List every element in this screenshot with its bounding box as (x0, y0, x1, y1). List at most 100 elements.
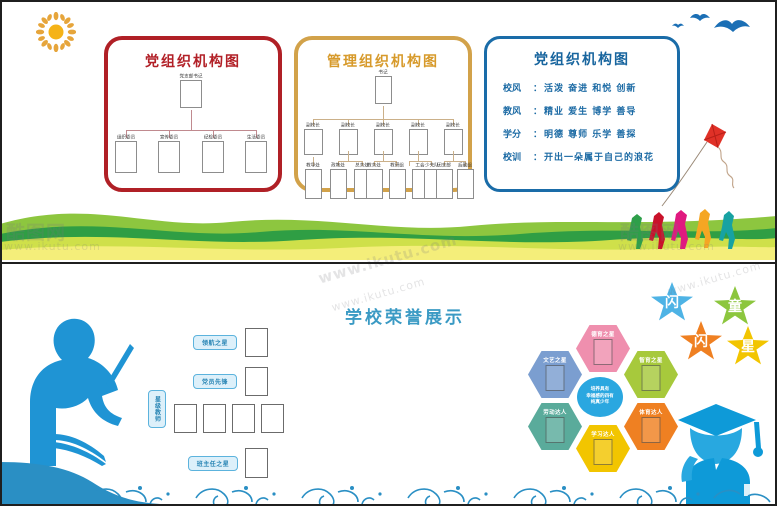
org-node-root-label: 书记 (378, 69, 388, 75)
honor-label-lead-star: 领航之星 (193, 335, 237, 350)
hexagon-study-master: 学习达人 (576, 425, 630, 472)
bottom-section: 教 师 风 采 FENG CAI 学校荣誉展示 领航之星 党员先锋 星级教师 班… (0, 264, 777, 506)
party-org-chart: 党支部书记 组织委员 宣传委员 (108, 70, 278, 182)
star-xing-yellow: 星 (727, 326, 769, 365)
org-node-child-label: 纪检委员 (203, 134, 223, 140)
running-children-icon (627, 209, 735, 249)
motto-value: 明德 尊师 乐学 善探 (544, 130, 637, 140)
org-node-child-label: 宣传委员 (159, 134, 179, 140)
org-node-level2: 副校长 (299, 123, 327, 156)
org-node-level3-box (304, 169, 322, 200)
motto-list: 校风 ： 活泼 奋进 和悦 创新 教风 ： 精业 爱生 博学 善导 学分 ： 明… (503, 81, 677, 163)
motto-key: 教风 (503, 107, 522, 117)
hexagon-label: 体育达人 (639, 410, 663, 416)
org-node-level3-label: 少先队 (425, 162, 439, 168)
honor-photo-slot (174, 404, 197, 433)
motto-colon: ： (533, 130, 543, 140)
wave-footer-decoration (0, 462, 771, 506)
org-node-root: 党支部书记 (176, 74, 206, 109)
org-node-level3-box (435, 169, 453, 200)
org-node-level3-label: 工会 (415, 162, 425, 168)
org-node-level2: 副校长 (404, 123, 432, 156)
section-divider (0, 262, 777, 264)
org-node-level3-box (329, 169, 347, 200)
org-node-child-box (115, 141, 137, 174)
kite-icon (661, 123, 735, 207)
org-node-level2-label: 副校长 (306, 122, 320, 128)
honor-photo-slot (203, 404, 226, 433)
panel-management-title: 管理组织机构图 (327, 54, 439, 70)
hexagon-photo-slot (545, 365, 565, 391)
org-node-level3: 后勤组 (453, 163, 477, 200)
panel-party-title: 党组织机构图 (145, 54, 241, 70)
motto-key: 学分 (503, 130, 522, 140)
motto-row: 学分 ： 明德 尊师 乐学 善探 (503, 127, 677, 140)
hexagon-label: 学习达人 (591, 432, 615, 438)
star-shan-orange: 闪 (680, 321, 722, 360)
hexagon-photo-slot (545, 417, 565, 443)
hexagon-center-line-1: 培养具有 (590, 386, 610, 392)
org-node-level3: 教研组 (385, 163, 409, 200)
hexagon-label: 文艺之星 (543, 358, 567, 364)
frame-right (775, 0, 777, 506)
hexagon-center-line-3: 纯真少年 (590, 400, 610, 406)
motto-colon: ： (533, 153, 543, 163)
panel-school-motto: 党组织机构图 校风 ： 活泼 奋进 和悦 创新 教风 ： 精业 爱生 博学 善导… (484, 36, 680, 192)
org-node-level3-box (388, 169, 406, 200)
hexagon-photo-slot (593, 339, 613, 365)
org-node-root-box (374, 76, 392, 105)
motto-value: 开出一朵属于自己的浪花 (544, 153, 655, 163)
top-section: 党组织机构图 党支部书记 组织委员 (0, 12, 777, 260)
honor-photo-slot (245, 328, 268, 357)
star-tong-green: 童 (714, 286, 756, 325)
hills-decoration (0, 213, 777, 260)
org-node-root-label: 党支部书记 (179, 73, 203, 79)
motto-key: 校风 (503, 84, 522, 94)
hexagon-photo-slot (641, 365, 661, 391)
hexagon-label: 劳动达人 (543, 410, 567, 416)
motto-colon: ： (533, 84, 543, 94)
org-node-level3-label: 教研组 (390, 162, 404, 168)
org-node-root: 书记 (368, 70, 398, 105)
panel-management-organization: 管理组织机构图 书记 副校长 副校长 (294, 36, 474, 200)
hexagon-sports-master: 体育达人 (624, 403, 678, 450)
org-node-level2-label: 副校长 (341, 122, 355, 128)
org-node-level3: 政教处 (326, 163, 350, 200)
graduate-student-icon (678, 404, 763, 504)
hexagon-label: 智育之星 (639, 358, 663, 364)
org-node-level2-label: 副校长 (446, 122, 460, 128)
panel-motto-title: 党组织机构图 (534, 52, 630, 68)
honor-label-star-teacher: 星级教师 (148, 390, 166, 428)
motto-value: 活泼 奋进 和悦 创新 (544, 84, 637, 94)
org-node-child: 生活委员 (241, 135, 271, 174)
hexagon-moral-star: 德育之星 (576, 325, 630, 372)
frame-left (0, 0, 2, 506)
motto-value: 精业 爱生 博学 善导 (544, 107, 637, 117)
honor-photo-slot (245, 448, 268, 478)
org-node-level3-label: 政教处 (331, 162, 345, 168)
sun-icon (36, 12, 76, 52)
hexagon-photo-slot (593, 439, 613, 465)
hexagon-photo-slot (641, 417, 661, 443)
hexagon-label: 德育之星 (591, 332, 615, 338)
org-node-child-label: 组织委员 (116, 134, 136, 140)
motto-colon: ： (533, 107, 543, 117)
org-node-child: 纪检委员 (198, 135, 228, 174)
org-node-level2-label: 副校长 (411, 122, 425, 128)
org-node-level3-label: 团支部 (437, 162, 451, 168)
honor-photo-slot (261, 404, 284, 433)
motto-row: 教风 ： 精业 爱生 博学 善导 (503, 104, 677, 117)
org-node-level2-box (303, 129, 323, 156)
management-org-chart: 书记 副校长 副校长 副校长 (298, 70, 474, 200)
org-node-level3-box (456, 169, 474, 200)
org-node-level3-label: 总务处 (355, 162, 369, 168)
honor-photo-slot (232, 404, 255, 433)
teacher-silhouette-icon (30, 318, 134, 466)
org-node-child: 宣传委员 (154, 135, 184, 174)
star-shan-blue: 闪 (651, 282, 693, 321)
org-node-level3-label: 教导处 (306, 162, 320, 168)
motto-key: 校训 (503, 153, 522, 163)
org-node-level3-label: 教务处 (367, 162, 381, 168)
org-node-child-box (202, 141, 224, 174)
